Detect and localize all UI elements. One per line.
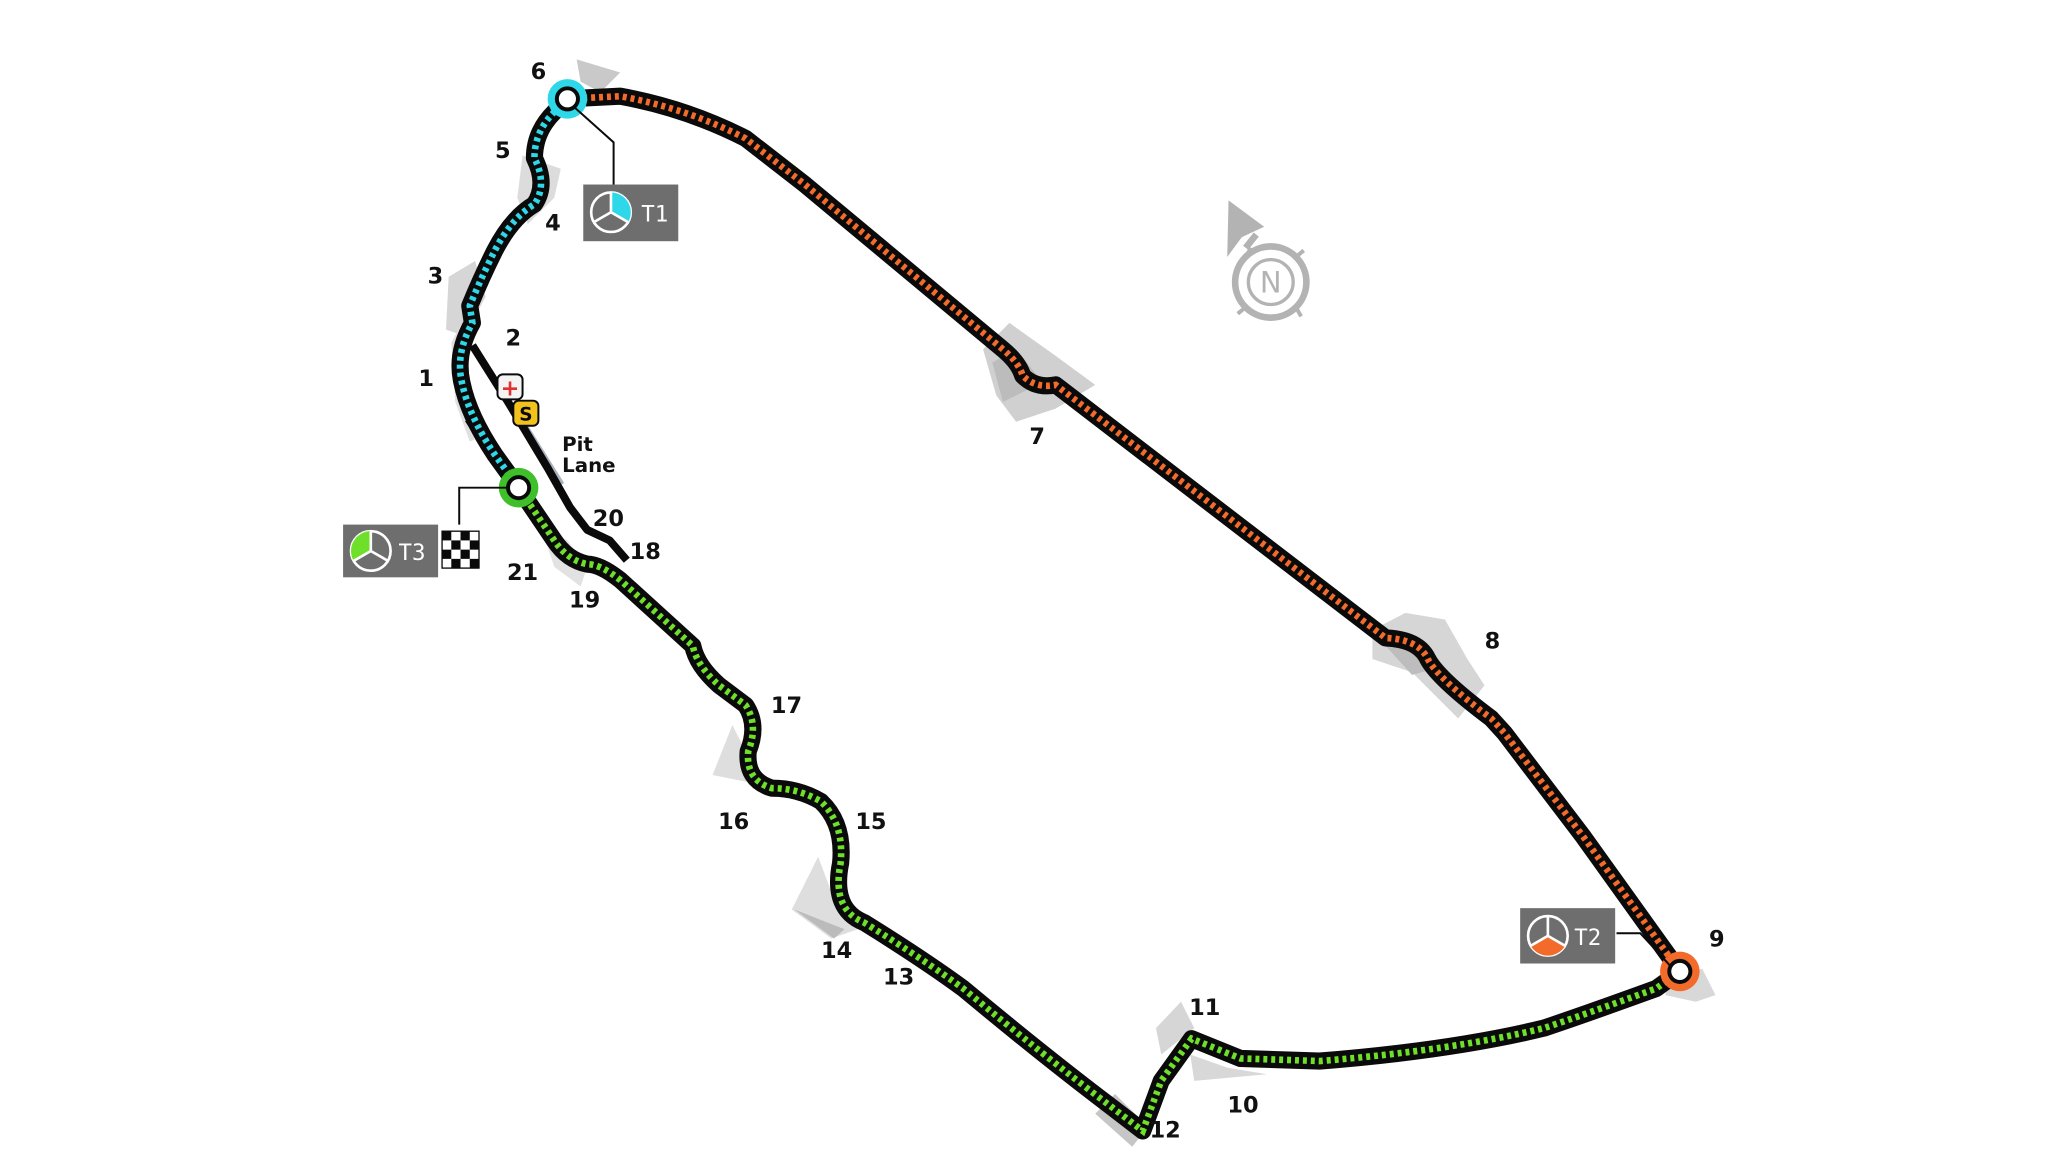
turn-label: 8 — [1485, 629, 1501, 655]
sector-2-marker — [1660, 951, 1700, 992]
sector-badge-t3-label: T3 — [399, 540, 426, 566]
sector-badge-t1: T1 — [583, 184, 679, 242]
sector-2-dashes — [567, 92, 1683, 974]
pit-lane-label-line2: Lane — [562, 454, 615, 477]
turn-label: 18 — [630, 539, 661, 565]
safety-car-icon: S — [512, 399, 540, 427]
sector-badge-t2-label: T2 — [1574, 925, 1601, 951]
turn-label: 15 — [855, 809, 886, 835]
turn-label: 21 — [507, 560, 538, 586]
turn-label: 10 — [1227, 1092, 1258, 1118]
turn-label: 6 — [531, 59, 547, 85]
turn-label: 3 — [428, 263, 444, 289]
svg-text:S: S — [519, 404, 532, 425]
turn-label: 20 — [593, 506, 624, 532]
medical-center-icon: + — [496, 373, 524, 401]
turn-label: 12 — [1150, 1118, 1181, 1144]
turn-label: 14 — [821, 938, 852, 964]
t1-leader-line — [574, 107, 615, 185]
compass-north-icon: N — [1227, 200, 1310, 321]
turn-label: 9 — [1709, 926, 1725, 952]
turn-label: 1 — [418, 366, 434, 392]
turn-label: 13 — [883, 965, 914, 991]
turn-label: 19 — [569, 588, 600, 614]
svg-text:N: N — [1260, 266, 1282, 300]
checkered-flag-icon — [441, 530, 480, 569]
turn-label: 16 — [718, 809, 749, 835]
turn-label: 11 — [1189, 995, 1220, 1021]
t2-leader-line — [1616, 932, 1672, 967]
turn-labels: 1 2 3 4 5 6 7 8 9 10 11 12 13 14 15 16 1… — [418, 59, 1724, 1143]
turn-label: 5 — [495, 138, 511, 164]
sector-badge-t2: T2 — [1520, 908, 1616, 964]
sector-3-dashes — [515, 485, 1682, 1137]
t3-leader-line — [458, 486, 507, 525]
sector-3-marker — [498, 467, 539, 508]
sector-badge-t3: T3 — [343, 524, 439, 578]
turn-label: 4 — [545, 211, 561, 237]
sector-badge-t1-label: T1 — [641, 201, 668, 227]
turn-label: 7 — [1029, 424, 1045, 450]
turn-label: 2 — [506, 325, 522, 351]
pit-lane-label-line1: Pit — [562, 433, 593, 456]
svg-text:+: + — [501, 375, 520, 401]
turn-label: 17 — [771, 693, 802, 719]
sector-1-dashes — [456, 96, 570, 490]
track — [451, 87, 1689, 1140]
